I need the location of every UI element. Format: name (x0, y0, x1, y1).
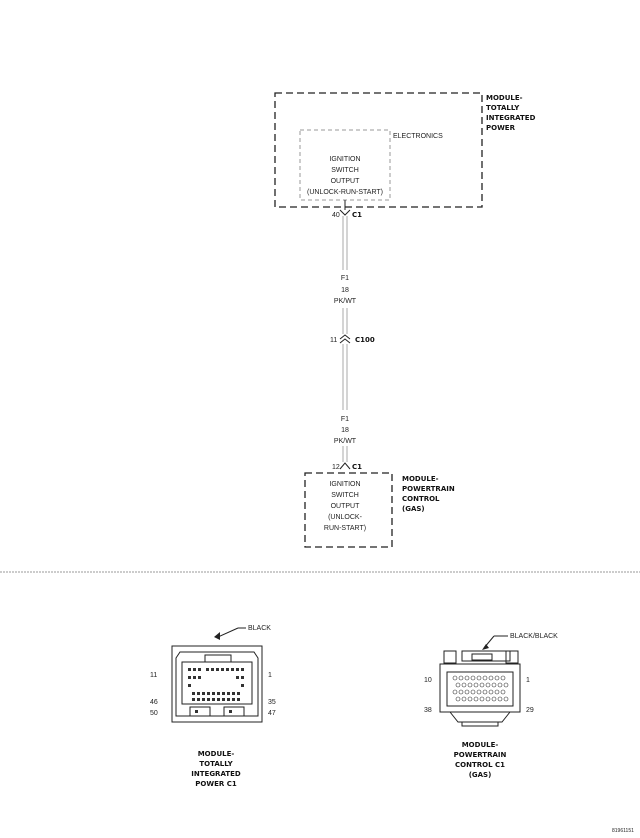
pcm-pin-number: 12 (332, 464, 340, 471)
pcm-circuit-line-3: OUTPUT (331, 503, 361, 510)
c100-label: C100 (355, 336, 375, 344)
tipm-circuit-line-3: OUTPUT (331, 178, 361, 185)
pcm-face-caption-line-2: POWERTRAIN (454, 751, 507, 759)
wire-upper-gauge: 18 (341, 287, 349, 294)
wire-upper: F1 18 PK/WT (334, 216, 357, 334)
tipm-title-line-4: POWER (486, 124, 516, 132)
pcm-face-caption-line-1: MODULE- (462, 741, 499, 749)
wire-lower-gauge: 18 (341, 427, 349, 434)
tipm-face-pin-bottom-left: 50 (150, 710, 158, 717)
c100-pin-number: 11 (330, 337, 337, 344)
tipm-circuit-line-2: SWITCH (331, 167, 359, 174)
tipm-electronics-label: ELECTRONICS (393, 133, 443, 140)
tipm-connector-face: BLACK (150, 625, 276, 788)
pcm-circuit-line-4: (UNLOCK- (328, 514, 363, 521)
tipm-c1-connector-symbol: 40 C1 (332, 200, 362, 219)
pcm-title-line-2: POWERTRAIN (402, 485, 455, 493)
tipm-face-color-label: BLACK (248, 625, 271, 632)
tipm-face-pin-top-left: 11 (150, 672, 157, 679)
tipm-circuit-line-4: (UNLOCK-RUN-START) (307, 189, 383, 196)
tipm-face-caption-line-3: INTEGRATED (191, 770, 241, 778)
pcm-circuit-line-2: SWITCH (331, 492, 359, 499)
wire-upper-circuit: F1 (341, 275, 349, 282)
pcm-face-pin-bottom-left: 38 (424, 707, 432, 714)
pcm-face-caption-line-3: CONTROL C1 (455, 761, 505, 769)
wire-lower: F1 18 PK/WT (334, 344, 357, 462)
tipm-module: ELECTRONICS IGNITION SWITCH OUTPUT (UNLO… (274, 92, 536, 208)
wire-lower-circuit: F1 (341, 416, 349, 423)
tipm-pin-grid (188, 668, 244, 713)
pcm-circuit-line-1: IGNITION (329, 481, 360, 488)
tipm-face-pin-top-right: 1 (268, 672, 272, 679)
tipm-circuit-line-1: IGNITION (329, 156, 360, 163)
tipm-title-line-1: MODULE- (486, 94, 523, 102)
tipm-face-pin-mid-right: 35 (268, 699, 276, 706)
pcm-face-color-label: BLACK/BLACK (510, 633, 558, 640)
pcm-connector-label: C1 (352, 463, 362, 471)
pcm-face-pin-top-left: 10 (424, 677, 432, 684)
pcm-title-line-1: MODULE- (402, 475, 439, 483)
tipm-title-line-2: TOTALLY (486, 104, 520, 112)
pcm-face-pin-bottom-right: 29 (526, 707, 534, 714)
pcm-pin-grid (452, 675, 509, 702)
figure-id: 81961151 (612, 828, 634, 834)
tipm-face-caption-line-4: POWER C1 (195, 780, 237, 788)
wire-lower-color: PK/WT (334, 438, 357, 445)
tipm-connector-label: C1 (352, 211, 362, 219)
inline-connector-c100: 11 C100 (330, 334, 375, 344)
pcm-c1-connector-symbol: 12 C1 (332, 462, 362, 471)
pcm-title-line-3: CONTROL (402, 495, 440, 503)
tipm-face-pin-mid-left: 46 (150, 699, 158, 706)
tipm-face-caption-line-2: TOTALLY (199, 760, 233, 768)
tipm-module-outline (274, 92, 483, 208)
pcm-connector-face: BLACK/BLACK 10 1 38 29 MODULE- POWERTRAI… (424, 633, 558, 779)
pcm-circuit-line-5: RUN-START) (324, 525, 366, 532)
pcm-face-pin-top-right: 1 (526, 677, 530, 684)
pcm-face-caption-line-4: (GAS) (469, 771, 492, 779)
tipm-title-line-3: INTEGRATED (486, 114, 536, 122)
tipm-face-caption-line-1: MODULE- (198, 750, 235, 758)
tipm-face-pin-bottom-right: 47 (268, 710, 276, 717)
pcm-module: IGNITION SWITCH OUTPUT (UNLOCK- RUN-STAR… (304, 472, 455, 548)
tipm-pin-number: 40 (332, 212, 340, 219)
pcm-module-outline (304, 472, 393, 548)
pcm-title-line-4: (GAS) (402, 505, 425, 513)
wire-upper-color: PK/WT (334, 298, 357, 305)
